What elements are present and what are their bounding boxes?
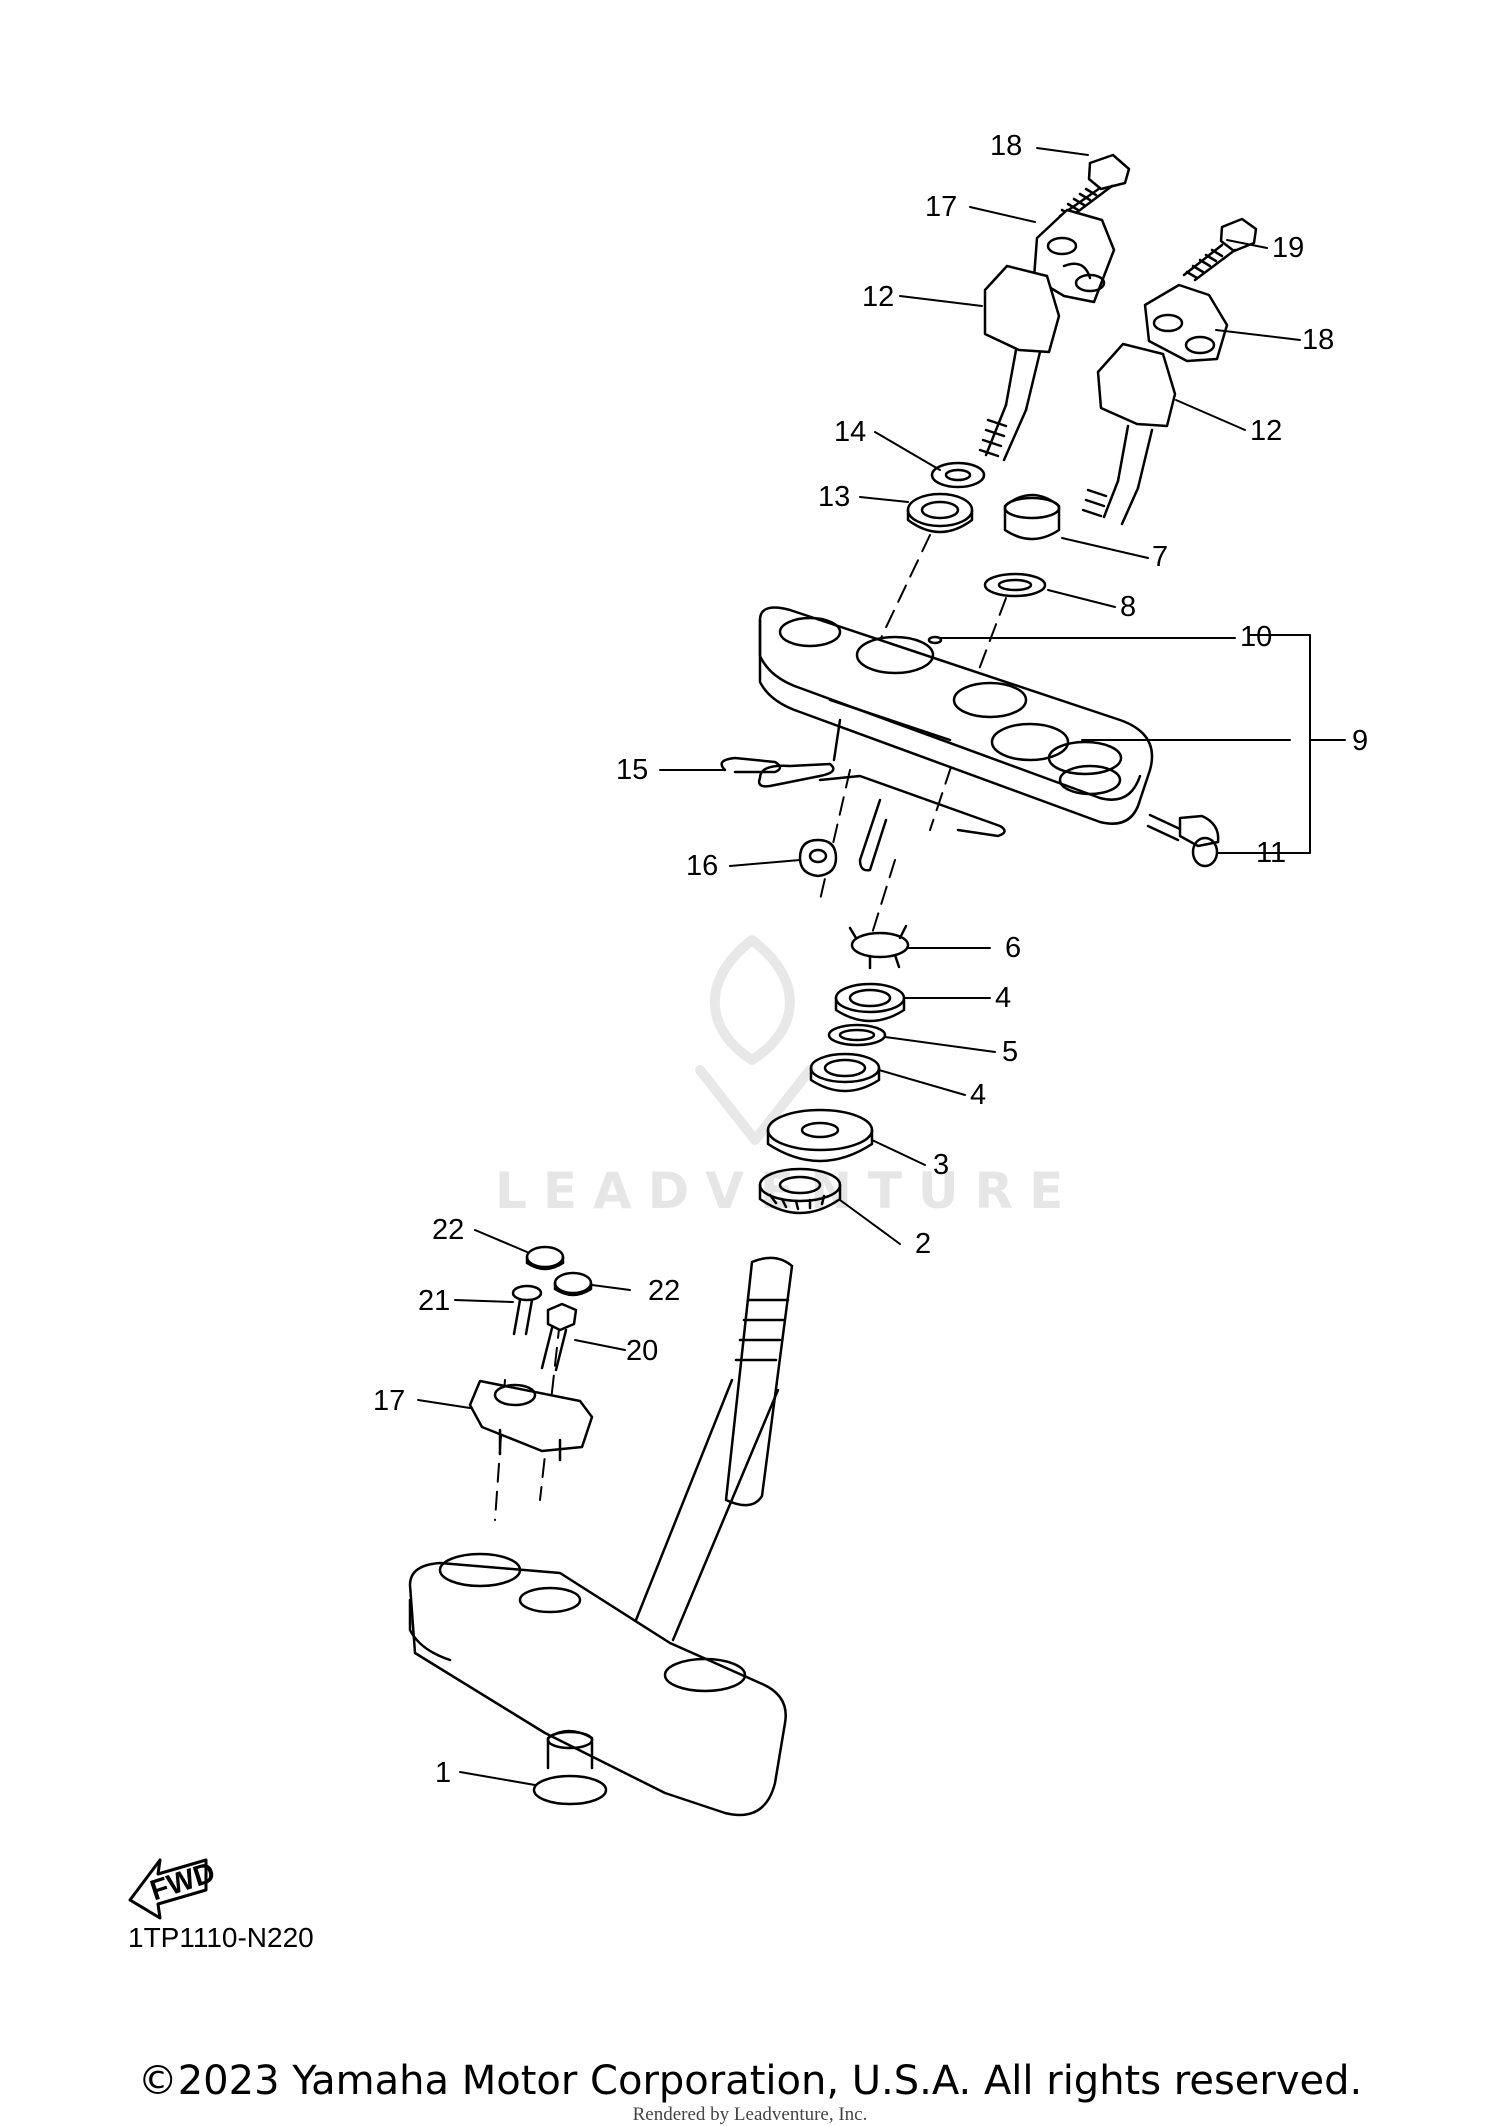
callout-22: 22: [648, 1275, 680, 1307]
stem-cap-1: [532, 1729, 608, 1806]
cap-22-lower: [553, 1271, 593, 1297]
callout-3: 3: [933, 1149, 949, 1181]
callout-4: 4: [970, 1079, 986, 1111]
screw-21: [511, 1284, 543, 1336]
washer-5: [827, 1023, 887, 1047]
cap-nut-7: [1003, 493, 1061, 541]
callout-8: 8: [1120, 591, 1136, 623]
bolt-11: [1146, 813, 1220, 868]
handlebar-clamp-17-right: [1143, 283, 1229, 363]
callout-16: 16: [686, 850, 718, 882]
ring-nut-4-lower: [809, 1052, 881, 1093]
rendered-by-notice: Rendered by Leadventure, Inc.: [632, 2104, 868, 2125]
callout-2: 2: [915, 1228, 931, 1260]
callout-13: 13: [818, 481, 850, 513]
clamp-19: [468, 1379, 594, 1462]
copyright-notice: ©2023 Yamaha Motor Corporation, U.S.A. A…: [137, 2058, 1363, 2104]
callout-9: 9: [1352, 725, 1368, 757]
ring-nut-4-upper: [834, 982, 906, 1023]
watermark-logo: [695, 935, 815, 1145]
bolt-20: [540, 1302, 578, 1372]
washer-14: [930, 461, 986, 489]
callout-15: 15: [616, 754, 648, 786]
bearing-2: [758, 1167, 842, 1215]
bolt-18-right: [1182, 217, 1258, 282]
diagram-code: 1TP1110-N220: [128, 1922, 314, 1953]
callout-14: 14: [834, 416, 866, 448]
nut-16: [798, 838, 838, 878]
bolt-18-left: [1058, 153, 1131, 218]
washer-8: [983, 572, 1047, 598]
callout-11: 11: [1256, 837, 1286, 869]
callout-18: 18: [990, 130, 1022, 162]
bracket-15: [720, 756, 1006, 872]
upper-bracket-9: [758, 606, 1154, 825]
lock-washer-6: [848, 924, 910, 970]
callout-20: 20: [626, 1335, 658, 1367]
callout-12: 12: [862, 281, 894, 313]
callout-5: 5: [1002, 1036, 1018, 1068]
callout-7: 7: [1152, 541, 1168, 573]
steering-stem: [630, 1256, 794, 1642]
callout-12: 12: [1250, 415, 1282, 447]
callout-17: 17: [925, 191, 957, 223]
callout-22: 22: [432, 1214, 464, 1246]
fwd-arrow-icon: [128, 1858, 208, 1920]
handlebar-holder-12-left: [978, 264, 1061, 462]
under-bracket: [408, 1552, 787, 1817]
callout-1: 1: [435, 1757, 451, 1789]
callout-6: 6: [1005, 932, 1021, 964]
callout-17: 18: [1302, 324, 1334, 356]
callout-21: 21: [418, 1285, 450, 1317]
callout-19: 17: [373, 1385, 405, 1417]
callout-labels: 18 17 12 19 18 12 14 13 7 8 10 9 11 15 1…: [373, 130, 1368, 1789]
callout-18: 19: [1272, 232, 1304, 264]
bushing-13: [906, 492, 974, 534]
callout-4: 4: [995, 982, 1011, 1014]
handlebar-holder-12-right: [1081, 342, 1177, 526]
cap-22-upper: [525, 1245, 565, 1271]
bearing-cover-3: [766, 1108, 874, 1163]
callout-10: 10: [1240, 621, 1272, 653]
